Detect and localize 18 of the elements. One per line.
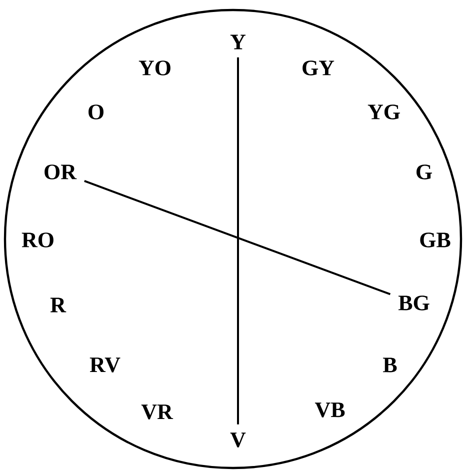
color-label: RV (90, 358, 120, 372)
color-label: Y (230, 34, 246, 50)
color-label: B (383, 358, 397, 372)
color-label: O (88, 104, 104, 120)
connecting-line (237, 57, 239, 424)
color-label: R (50, 298, 66, 312)
color-label: V (230, 432, 246, 448)
color-label: YG (368, 104, 400, 120)
color-label: VB (314, 402, 345, 418)
color-label: GB (420, 232, 450, 248)
color-label: GY (302, 60, 334, 76)
color-label: YO (138, 60, 170, 76)
color-label: OR (44, 164, 77, 180)
connecting-line (84, 180, 391, 296)
color-label: VR (141, 404, 174, 420)
color-label: RO (22, 232, 54, 248)
color-label: BG (398, 296, 430, 310)
color-label: G (416, 164, 432, 180)
